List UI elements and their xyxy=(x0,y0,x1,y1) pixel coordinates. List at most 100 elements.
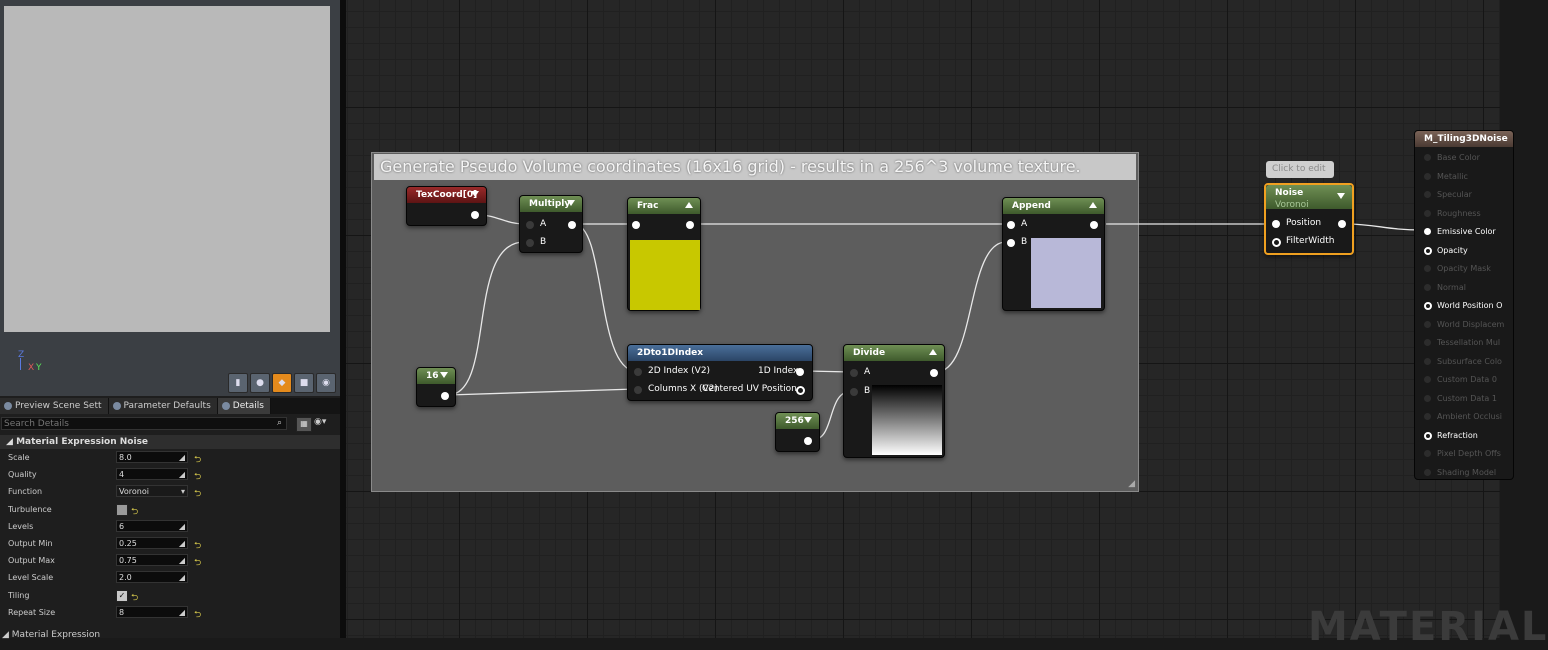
search-icon[interactable]: ⌕ xyxy=(277,418,283,428)
node-header[interactable]: 256 xyxy=(776,413,819,429)
comment-title[interactable]: Generate Pseudo Volume coordinates (16x1… xyxy=(374,154,1136,180)
result-pin-metallic[interactable]: Metallic xyxy=(1415,169,1515,185)
output-pin-1d-index[interactable] xyxy=(796,368,804,376)
result-pin-emissive-color[interactable]: Emissive Color xyxy=(1415,224,1515,240)
input-pin[interactable] xyxy=(1424,265,1431,272)
input-pin[interactable] xyxy=(1424,468,1431,476)
reset-to-default-icon[interactable]: ⮌ xyxy=(194,489,202,500)
tab-parameter-defaults[interactable]: Parameter Defaults xyxy=(108,398,218,414)
node-divide[interactable]: Divide A B xyxy=(843,344,945,458)
input-pin-b[interactable] xyxy=(526,239,534,247)
input-pin[interactable] xyxy=(1424,413,1431,420)
collapse-arrow-icon[interactable] xyxy=(804,417,812,423)
node-2dto1dindex[interactable]: 2Dto1DIndex 2D Index (V2) 1D Index Colum… xyxy=(627,344,813,401)
property-dropdown[interactable]: Voronoi▾ xyxy=(116,485,188,498)
reset-to-default-icon[interactable]: ⮌ xyxy=(194,609,202,620)
output-pin[interactable] xyxy=(441,392,449,400)
collapse-arrow-icon[interactable] xyxy=(471,191,479,197)
reset-to-default-icon[interactable]: ⮌ xyxy=(131,592,139,603)
input-pin[interactable] xyxy=(1424,320,1431,328)
input-pin[interactable] xyxy=(1424,376,1431,383)
result-pin-opacity[interactable]: Opacity xyxy=(1415,243,1515,259)
input-pin[interactable] xyxy=(1424,228,1431,235)
input-pin-2d-index[interactable] xyxy=(634,368,642,376)
node-header[interactable]: Divide xyxy=(844,345,944,361)
node-header[interactable]: 16 xyxy=(417,368,455,384)
node-append[interactable]: Append A B xyxy=(1002,197,1105,311)
collapse-arrow-icon[interactable] xyxy=(567,200,575,206)
reset-to-default-icon[interactable]: ⮌ xyxy=(131,506,139,517)
section-material-expression[interactable]: ◢ Material Expression xyxy=(0,630,342,640)
plane-preview-button[interactable]: ◆ xyxy=(272,373,292,393)
input-pin[interactable] xyxy=(1424,431,1432,440)
property-input[interactable]: 0.75◢ xyxy=(116,554,188,567)
node-header[interactable]: Multiply xyxy=(520,196,582,212)
reset-to-default-icon[interactable]: ⮌ xyxy=(194,541,202,551)
input-pin-filterwidth[interactable] xyxy=(1272,238,1281,247)
property-checkbox[interactable] xyxy=(116,503,128,516)
input-pin[interactable] xyxy=(1424,339,1431,346)
property-input[interactable]: 6◢ xyxy=(116,519,188,532)
result-pin-shading-model[interactable]: Shading Model xyxy=(1415,465,1515,481)
input-pin[interactable] xyxy=(1424,283,1431,291)
node-header[interactable]: 2Dto1DIndex xyxy=(628,345,812,361)
property-checkbox[interactable]: ✓ xyxy=(116,589,128,602)
node-header[interactable]: M_Tiling3DNoise xyxy=(1415,131,1513,147)
output-pin[interactable] xyxy=(804,437,812,445)
input-pin-b[interactable] xyxy=(850,388,858,396)
input-pin[interactable] xyxy=(632,221,640,229)
output-pin[interactable] xyxy=(568,221,576,229)
input-pin[interactable] xyxy=(1424,209,1431,217)
collapse-arrow-icon[interactable] xyxy=(1337,193,1345,199)
input-pin[interactable] xyxy=(1424,246,1432,255)
result-pin-custom-data-1[interactable]: Custom Data 1 xyxy=(1415,391,1515,407)
preview-viewport[interactable]: Z X Y ▮●◆■◉ xyxy=(0,0,340,396)
node-header[interactable]: Frac xyxy=(628,198,700,214)
input-pin-position[interactable] xyxy=(1272,220,1280,228)
material-graph[interactable]: MATERIAL Generate Pseudo Volume coordina… xyxy=(346,0,1546,650)
output-pin[interactable] xyxy=(1090,221,1098,229)
reset-to-default-icon[interactable]: ⮌ xyxy=(194,472,202,483)
result-pin-base-color[interactable]: Base Color xyxy=(1415,150,1515,166)
input-pin-b[interactable] xyxy=(1007,239,1015,247)
input-pin[interactable] xyxy=(1424,394,1431,402)
input-pin-columns[interactable] xyxy=(634,386,642,394)
input-pin[interactable] xyxy=(1424,450,1431,457)
property-input[interactable]: 2.0◢ xyxy=(116,571,188,584)
click-to-edit-tooltip[interactable]: Click to edit xyxy=(1266,161,1334,178)
collapse-arrow-icon[interactable] xyxy=(929,349,937,355)
collapse-arrow-icon[interactable] xyxy=(685,202,693,208)
panel-splitter[interactable] xyxy=(340,0,346,638)
sphere-preview-button[interactable]: ● xyxy=(250,373,270,393)
view-options-eye-icon[interactable]: ◉▾ xyxy=(314,417,327,427)
input-pin[interactable] xyxy=(1424,172,1431,180)
result-pin-custom-data-0[interactable]: Custom Data 0 xyxy=(1415,372,1515,388)
result-pin-world-position-o[interactable]: World Position O xyxy=(1415,298,1515,314)
property-input[interactable]: 8.0◢ xyxy=(116,451,188,463)
input-pin-a[interactable] xyxy=(526,221,534,229)
input-pin-a[interactable] xyxy=(1007,221,1015,229)
collapse-arrow-icon[interactable] xyxy=(440,372,448,378)
input-pin-a[interactable] xyxy=(850,369,858,377)
node-header[interactable]: TexCoord[0] xyxy=(407,187,486,203)
result-pin-pixel-depth-offs[interactable]: Pixel Depth Offs xyxy=(1415,446,1515,462)
result-pin-refraction[interactable]: Refraction xyxy=(1415,428,1515,444)
teapot-preview-button[interactable]: ◉ xyxy=(316,373,336,393)
node-texcoord[interactable]: TexCoord[0] xyxy=(406,186,487,226)
result-pin-world-displacem[interactable]: World Displacem xyxy=(1415,317,1515,333)
tab-details[interactable]: Details xyxy=(217,398,271,414)
reset-to-default-icon[interactable]: ⮌ xyxy=(194,455,202,465)
node-constant-16[interactable]: 16 xyxy=(416,367,456,407)
input-pin[interactable] xyxy=(1424,357,1431,365)
output-pin[interactable] xyxy=(686,221,694,229)
section-material-expression-noise[interactable]: ◢ Material Expression Noise xyxy=(0,435,340,449)
output-pin[interactable] xyxy=(930,369,938,377)
input-pin[interactable] xyxy=(1424,191,1431,198)
output-pin[interactable] xyxy=(1338,220,1346,228)
node-frac[interactable]: Frac xyxy=(627,197,701,311)
input-pin[interactable] xyxy=(1424,302,1432,310)
node-multiply[interactable]: Multiply A B xyxy=(519,195,583,253)
node-noise[interactable]: Noise Voronoi Position FilterWidth xyxy=(1264,183,1354,255)
result-pin-roughness[interactable]: Roughness xyxy=(1415,206,1515,222)
